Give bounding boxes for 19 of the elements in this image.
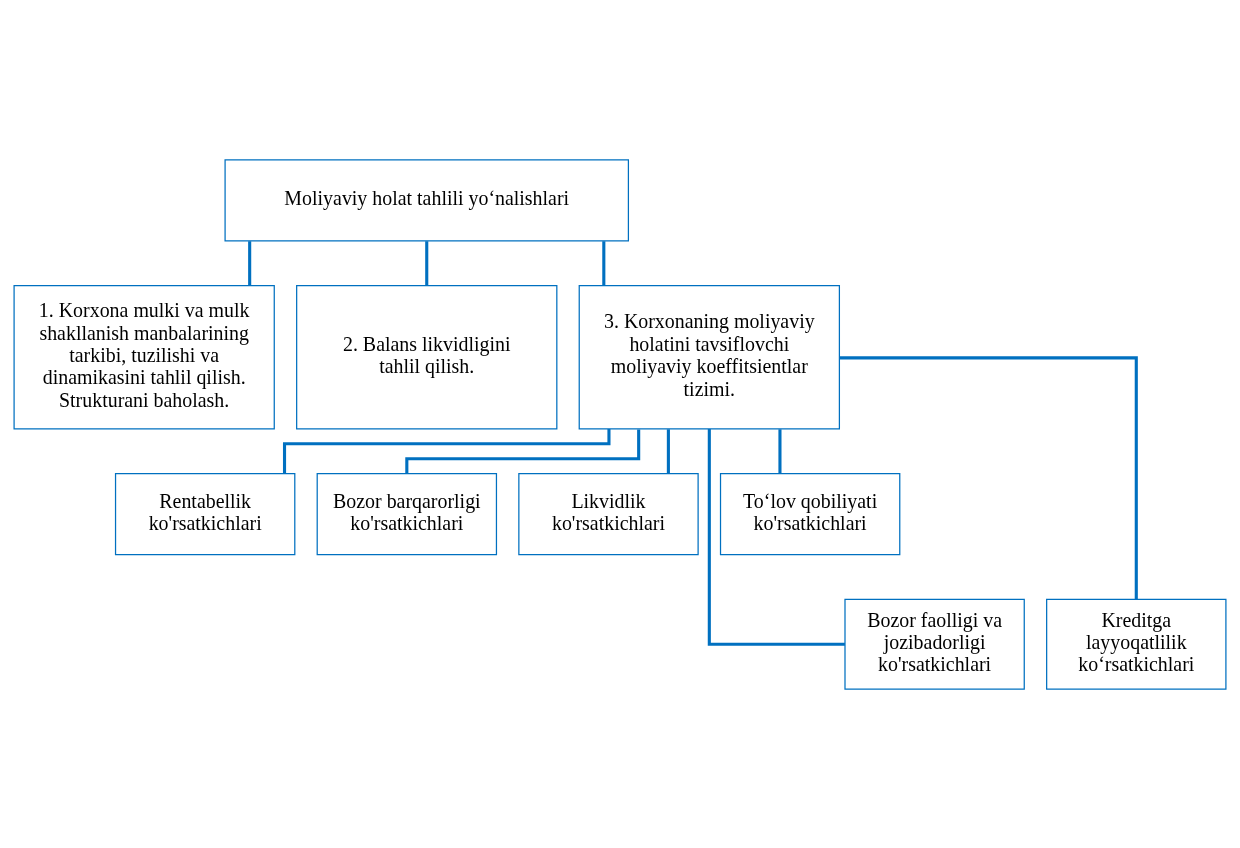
connector xyxy=(405,428,641,473)
connector xyxy=(778,428,782,473)
connector xyxy=(707,428,845,646)
connector xyxy=(839,355,1138,599)
node-box: 2. Balans likvidligini tahlil qilish. xyxy=(296,284,558,429)
node-box: 3. Korxonaning moliyaviy holatini tavsiflovchi moliyaviy koeffitsientlar tizimi. xyxy=(578,284,840,429)
connector xyxy=(666,428,670,473)
node-box: 1. Korxona mulki va mulk shakllanish manbalarining tarkibi, tuzilishi va dinamikasini tahlil qilish. Strukturani baholash. xyxy=(13,284,275,429)
node-box: Moliyaviy holat tahlili yo‘nalishlari xyxy=(224,158,629,241)
node-box: Bozor faolligi va jozibadorligi ko'rsatkichlari xyxy=(844,598,1025,690)
node-box: Likvidlik ko'rsatkichlari xyxy=(518,472,699,555)
node-box: To‘lov qobiliyati ko'rsatkichlari xyxy=(719,472,901,555)
connector xyxy=(425,240,429,286)
connector xyxy=(602,240,606,286)
connector xyxy=(282,428,611,474)
node-box: Rentabellik ko'rsatkichlari xyxy=(114,472,296,555)
connector xyxy=(248,240,252,286)
node-box: Bozor barqarorligi ko'rsatkichlari xyxy=(316,472,498,555)
node-box: Kreditga layyoqatlilik ko‘rsatkichlari xyxy=(1046,598,1227,690)
